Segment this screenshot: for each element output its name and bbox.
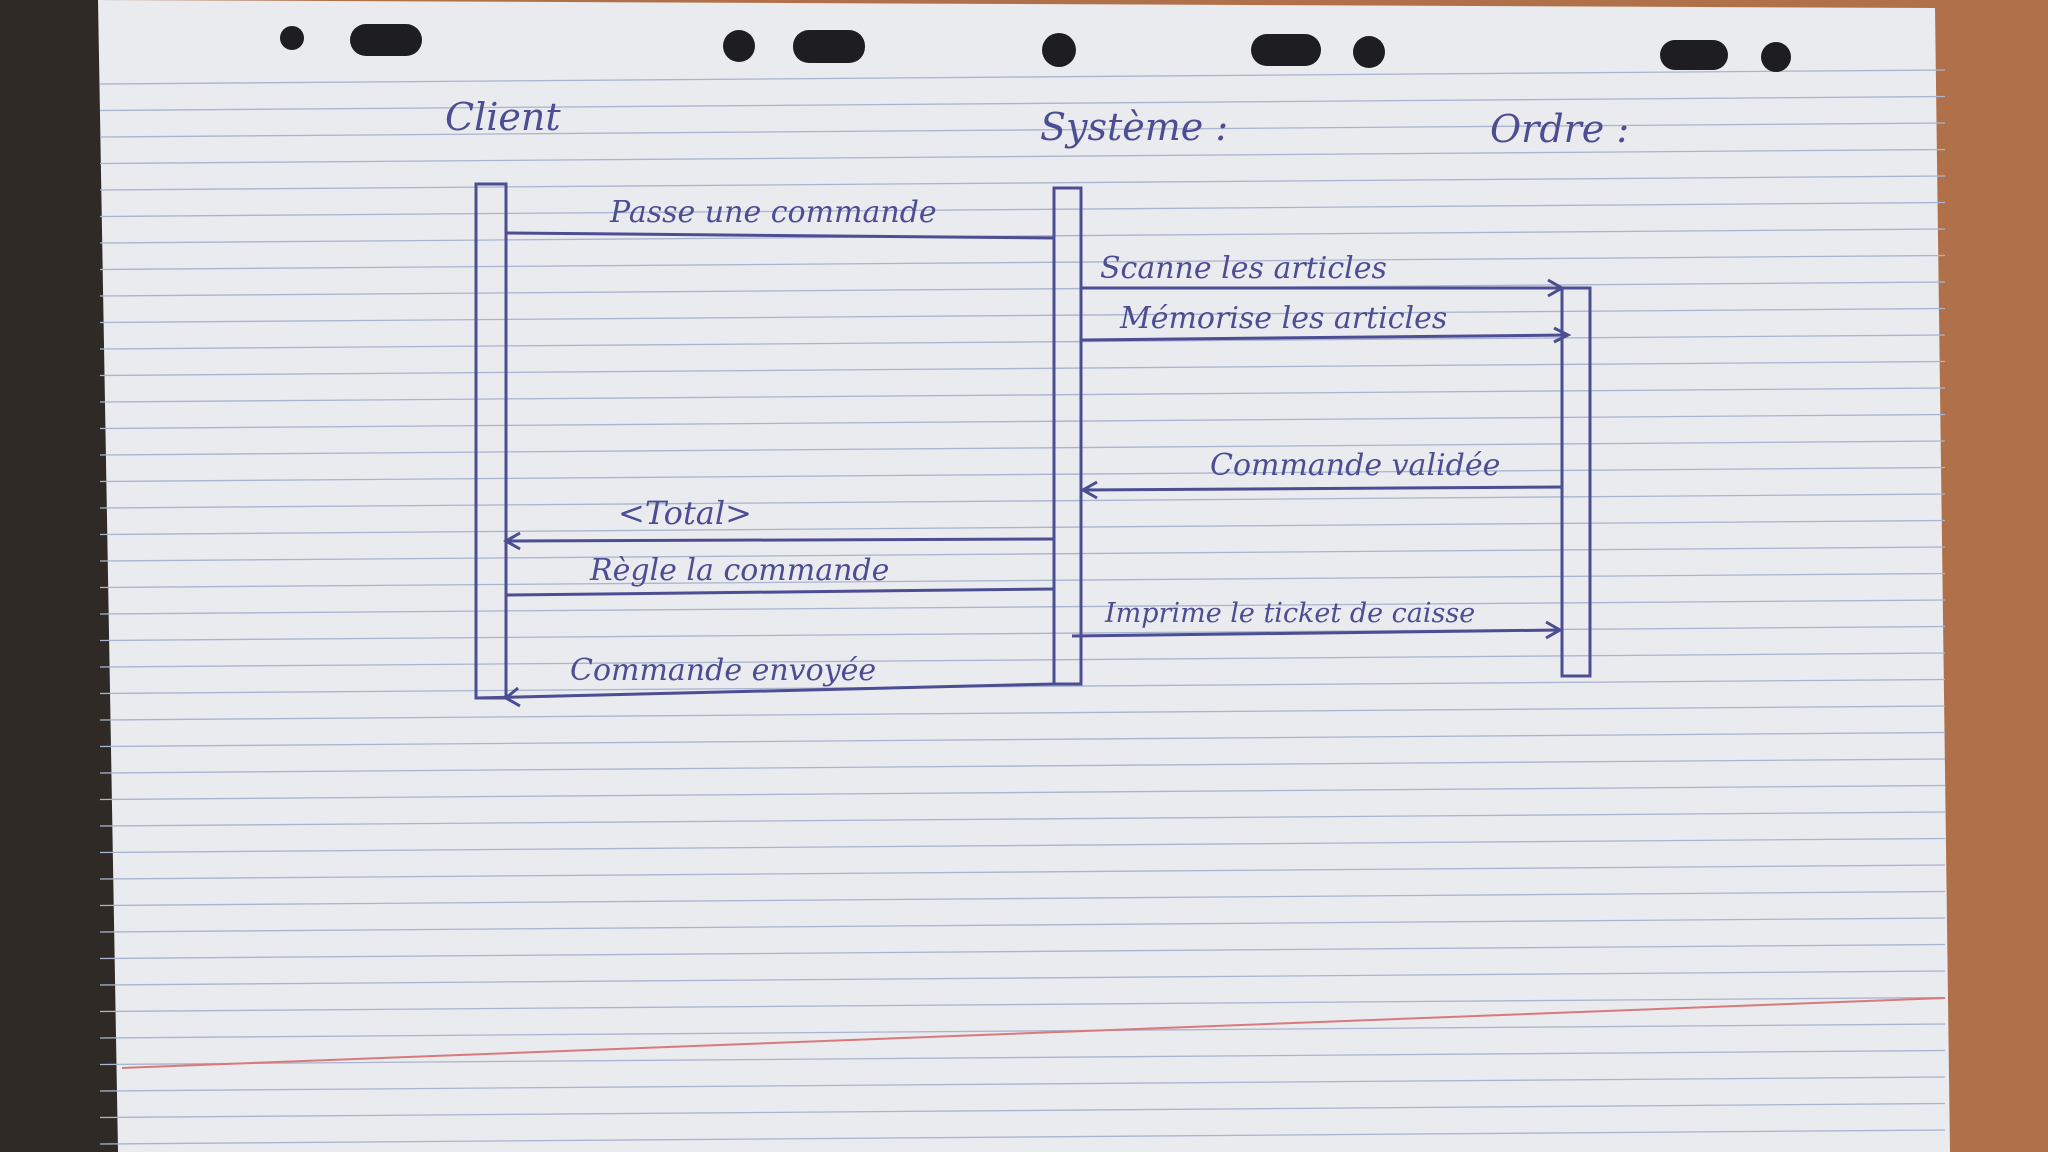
ruled-line xyxy=(99,1129,1946,1145)
ruled-line xyxy=(99,731,1946,748)
ruled-line xyxy=(99,625,1946,642)
binder-hole xyxy=(723,30,755,62)
message-arrowhead-m2 xyxy=(1547,278,1566,298)
message-label-m6: Règle la commande xyxy=(589,553,889,588)
message-arrowhead-m5 xyxy=(502,531,521,551)
system-activation-bar xyxy=(1052,186,1083,686)
ruled-line xyxy=(99,228,1946,244)
ruled-line xyxy=(99,784,1946,801)
messages xyxy=(475,231,1572,708)
ruled-line xyxy=(99,148,1946,165)
ruled-line xyxy=(99,281,1946,297)
binder-holes xyxy=(280,24,1791,72)
ruled-line xyxy=(99,95,1946,112)
binder-slot xyxy=(1660,40,1728,70)
ruled-line xyxy=(99,758,1946,774)
ruled-line xyxy=(99,970,1946,986)
participant-ordre-label: Ordre : xyxy=(1490,107,1629,151)
message-arrowhead-m7 xyxy=(1545,620,1564,640)
ruled-line xyxy=(99,705,1946,721)
message-arrowhead-m8 xyxy=(503,686,521,708)
message-arrow-m8 xyxy=(475,682,1055,700)
message-label-m8: Commande envoyée xyxy=(570,653,876,688)
participant-system-label: Système : xyxy=(1040,105,1228,149)
ruled-line xyxy=(99,1023,1946,1039)
ruled-line xyxy=(99,864,1946,880)
ruled-line xyxy=(99,1102,1946,1119)
ruled-line xyxy=(99,360,1946,377)
ruled-line xyxy=(99,837,1946,854)
ruled-line xyxy=(99,890,1946,907)
margin-line xyxy=(121,997,1946,1069)
message-arrow-m5 xyxy=(505,537,1055,543)
binder-slot xyxy=(350,24,422,56)
ruled-line xyxy=(99,69,1946,85)
ruled-line xyxy=(99,652,1946,668)
ruled-line xyxy=(99,1049,1946,1066)
binder-hole xyxy=(1353,36,1385,68)
ordre-activation-bar xyxy=(1560,286,1592,678)
ruled-line xyxy=(99,996,1946,1013)
ruled-line xyxy=(99,546,1946,562)
binder-hole xyxy=(280,26,304,50)
message-labels: Passe une commande Scanne les articles M… xyxy=(570,195,1500,688)
message-arrow-m7 xyxy=(1071,628,1561,638)
participant-client-label: Client xyxy=(445,95,561,139)
ruled-line xyxy=(99,572,1946,589)
ruled-lines xyxy=(99,69,1946,1145)
ruled-line xyxy=(99,122,1946,138)
message-label-m4: Commande validée xyxy=(1210,448,1500,483)
ruled-line xyxy=(99,917,1946,933)
ruled-line xyxy=(99,413,1946,430)
ruled-line xyxy=(99,493,1946,509)
message-arrowhead-m3 xyxy=(1553,326,1572,344)
ruled-line xyxy=(99,1076,1946,1092)
message-label-m1: Passe une commande xyxy=(609,195,937,230)
ruled-line xyxy=(99,334,1946,350)
message-arrow-m4 xyxy=(1082,485,1563,492)
ruled-line xyxy=(99,440,1946,456)
ruled-line xyxy=(99,307,1946,324)
ruled-line xyxy=(99,387,1946,403)
ruled-line xyxy=(99,599,1946,615)
ruled-line xyxy=(99,254,1946,271)
binder-slot xyxy=(1251,34,1321,66)
ruled-line xyxy=(99,519,1946,536)
desk-shadow xyxy=(0,0,120,1152)
binder-hole xyxy=(1761,42,1791,72)
ruled-line xyxy=(99,466,1946,483)
ruled-line xyxy=(99,678,1946,695)
message-arrowhead-m4 xyxy=(1079,480,1098,500)
binder-hole xyxy=(1042,33,1076,67)
ruled-line xyxy=(99,811,1946,827)
ruled-line xyxy=(99,175,1946,191)
binder-slot xyxy=(793,30,865,63)
message-label-m5: <Total> xyxy=(618,494,752,532)
message-label-m3: Mémorise les articles xyxy=(1119,301,1447,336)
ruled-line xyxy=(99,943,1946,960)
message-label-m7: Imprime le ticket de caisse xyxy=(1104,598,1475,629)
message-arrow-m3 xyxy=(1080,333,1569,342)
participant-headers: Client Système : Ordre : xyxy=(445,95,1629,151)
ruled-line xyxy=(99,201,1946,218)
message-arrow-m6 xyxy=(505,587,1055,597)
message-arrow-m1 xyxy=(505,231,1055,240)
message-label-m2: Scanne les articles xyxy=(1100,251,1387,286)
